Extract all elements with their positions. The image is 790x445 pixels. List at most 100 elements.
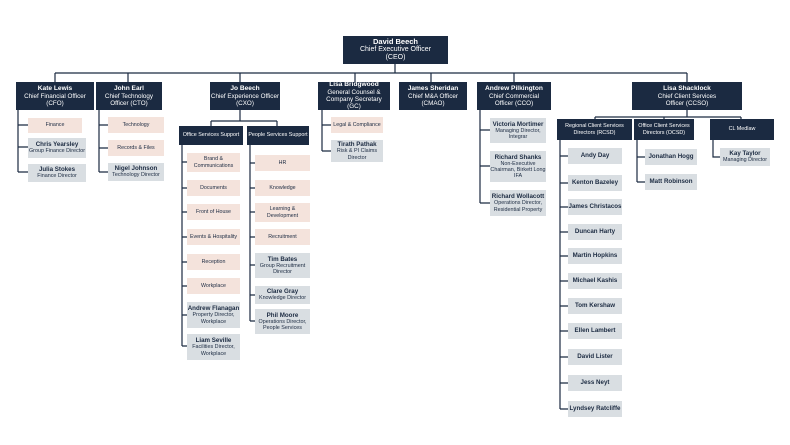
gc-title2: Company Secretary [326,96,382,104]
rcsd-person: Jess Neyt [568,375,622,391]
people-person-2: Clare Gray Knowledge Director [255,286,310,304]
person-name: Kay Taylor [729,150,761,158]
unit-label: Front of House [195,208,232,215]
unit-brand-communications: Brand & Communications [187,153,240,172]
cto-name: John Earl [113,84,145,92]
person-role: Risk & PI Claims Director [336,148,378,161]
unit-label: Knowledge [269,184,296,191]
cxo-abbr: (CXO) [236,99,254,107]
unit-label: Technology [122,121,150,128]
gc-unit-legal: Legal & Compliance [331,117,383,133]
person-name: Andrew Flanagan [187,305,240,313]
cfo-box: Kate Lewis Chief Financial Officer (CFO) [16,82,94,110]
person-name: Matt Robinson [649,178,693,186]
person-role: Operations Director, People Services [258,318,307,332]
person-name: Liam Seville [195,337,232,345]
rcsd-person: Martin Hopkins [568,248,622,264]
person-role: Managing Director, Integrar [495,127,541,141]
person-role: Property Director, Workplace [192,312,235,325]
cco-person-3: Richard Wollacott Operations Director, R… [490,190,546,216]
person-name: Kenton Bazeley [571,179,619,187]
person-role: Technology Director [112,172,160,179]
person-name: David Lister [577,353,613,361]
unit-label: Reception [201,258,226,265]
person-name: Martin Hopkins [572,252,618,260]
person-name: Tirath Pathak [337,141,377,149]
cto-person-1: Nigel Johnson Technology Director [108,163,164,181]
rcsd-person: Tom Kershaw [568,298,622,314]
gc-abbr: (GC) [347,103,361,111]
unit-documents: Documents [187,180,240,196]
rcsd-header: Regional Client Services Directors (RCSD… [557,119,632,140]
header-label: Office Services Support [182,132,240,139]
ccso-box: Lisa Shacklock Chief Client Services Off… [632,82,742,110]
person-name: Michael Kashis [572,277,618,285]
unit-label: Workplace [201,282,226,289]
person-name: Ellen Lambert [574,327,616,335]
person-name: Duncan Harty [574,228,616,236]
unit-workplace: Workplace [187,278,240,294]
person-role: Group Recruitment Director [259,262,306,276]
unit-label: Finance [45,122,65,129]
person-name: Tom Kershaw [574,302,616,310]
gc-title: General Counsel & [327,88,381,96]
person-name: Chris Yearsley [35,141,79,149]
person-name: Andy Day [580,152,610,160]
cl-medlaw-person: Kay Taylor Managing Director [720,148,770,166]
rcsd-person: James Christacos [568,199,622,215]
people-person-1: Tim Bates Group Recruitment Director [255,253,310,278]
people-services-header: People Services Support [247,126,309,145]
person-name: Julia Stokes [38,166,76,174]
cco-abbr: Officer (CCO) [494,99,534,107]
rcsd-person: Lyndsey Ratcliffe [568,401,622,417]
header-label: CL Medlaw [728,126,756,133]
gc-person-1: Tirath Pathak Risk & PI Claims Director [331,140,383,162]
ceo-title: Chief Executive Officer [359,46,432,54]
gc-box: Lisa Bridgwood General Counsel & Company… [318,81,390,111]
office-person-2: Liam Seville Facilities Director, Workpl… [187,334,240,360]
person-name: Richard Shanks [494,153,542,161]
cmao-box: James Sheridan Chief M&A Officer (CMAO) [399,82,467,110]
cmao-abbr: (CMAO) [421,99,445,107]
header-label: Office Client Services Directors (OCSD) [638,123,690,136]
people-person-3: Phil Moore Operations Director, People S… [255,309,310,334]
rcsd-person: Andy Day [568,148,622,164]
person-role: Operations Director, Residential Propert… [493,200,543,213]
rcsd-person: David Lister [568,349,622,365]
person-name: Phil Moore [266,311,299,319]
cco-name: Andrew Pilkington [485,84,543,92]
cfo-person-2: Julia Stokes Finance Director [28,164,86,182]
unit-knowledge: Knowledge [255,180,310,196]
cco-person-1: Victoria Mortimer Managing Director, Int… [490,118,546,143]
ccso-name: Lisa Shacklock [663,84,711,92]
ceo-box: David Beech Chief Executive Officer (CEO… [343,36,448,64]
cco-person-2: Richard Shanks Non-Executive Chairman, B… [490,151,546,182]
ceo-name: David Beech [372,36,419,46]
cfo-person-1: Chris Yearsley Group Finance Director [28,138,86,158]
unit-label: Brand & Communications [193,156,234,169]
person-role: Non-Executive Chairman, Birkett Long IFA [490,160,546,180]
unit-label: Learning & Development [266,206,299,219]
ocsd-header: Office Client Services Directors (OCSD) [634,119,694,140]
cco-box: Andrew Pilkington Chief Commercial Offic… [477,82,551,110]
person-name: Tim Bates [267,255,298,263]
person-role: Facilities Director, Workplace [192,344,235,357]
cto-unit-technology: Technology [108,117,164,133]
person-name: Nigel Johnson [114,165,158,173]
unit-hr: HR [255,155,310,171]
office-person-1: Andrew Flanagan Property Director, Workp… [187,302,240,328]
cto-unit-records: Records & Files [108,140,164,156]
ccso-abbr: Officer (CCSO) [665,99,709,107]
cto-title: Chief Technology [104,92,154,100]
cl-medlaw-header: CL Medlaw [710,119,774,140]
person-role: Managing Director [722,157,768,164]
cfo-name: Kate Lewis [37,84,73,92]
rcsd-person: Ellen Lambert [568,323,622,339]
cco-title: Chief Commercial [488,92,540,100]
cfo-title: Chief Financial Officer [24,92,86,100]
header-label: People Services Support [248,132,308,139]
unit-label: Recruitment [268,233,297,240]
rcsd-person: Kenton Bazeley [568,175,622,191]
unit-events-hospitality: Events & Hospitality [187,229,240,245]
